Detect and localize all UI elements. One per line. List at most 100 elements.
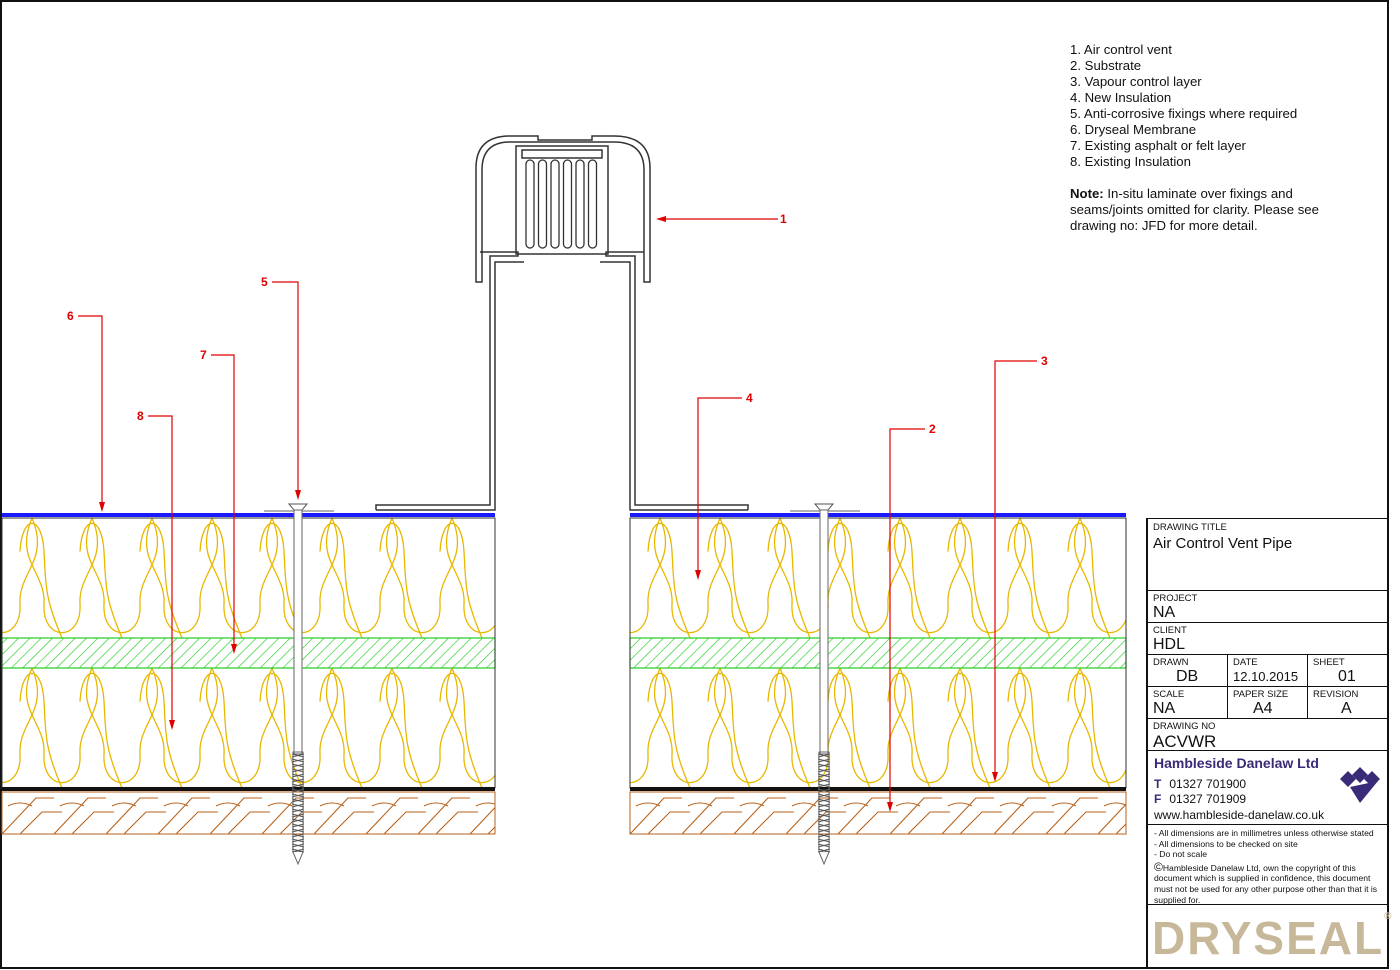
scale-label: SCALE <box>1153 689 1185 700</box>
substrate-left <box>2 797 495 834</box>
callout-arrow-7 <box>231 644 237 654</box>
legend-item: 1. Air control vent <box>1070 42 1172 57</box>
callout-arrow-1 <box>656 216 666 222</box>
copyright-icon: © <box>1154 859 1163 874</box>
note-label: Note: <box>1070 186 1104 201</box>
drawing-no-value: ACVWR <box>1153 732 1217 751</box>
callout-label-2: 2 <box>929 422 936 436</box>
dryseal-logo-text: DRYSEAL <box>1152 912 1385 964</box>
sheet-value: 01 <box>1338 668 1356 685</box>
disclaimers: - All dimensions are in millimetres unle… <box>1154 828 1386 905</box>
telephone-label: T <box>1154 777 1162 791</box>
sheet-cell: SHEET 01 <box>1308 655 1387 686</box>
revision-cell: REVISION A <box>1308 687 1387 718</box>
sheet-label: SHEET <box>1313 657 1345 668</box>
date-cell: DATE 12.10.2015 <box>1228 655 1308 686</box>
project-label: PROJECT <box>1153 593 1198 604</box>
callout-leader-6 <box>78 315 103 508</box>
client-row: CLIENT HDL <box>1148 623 1387 655</box>
asphalt-layer-right <box>629 637 1127 669</box>
callout-leader-5 <box>272 281 299 496</box>
legend-item: 6. Dryseal Membrane <box>1070 122 1197 137</box>
callout-leader-8 <box>148 415 173 726</box>
callout-arrow-4 <box>695 570 701 580</box>
disclaimer-row: - All dimensions are in millimetres unle… <box>1148 825 1387 905</box>
callout-arrow-5 <box>295 490 301 500</box>
drawn-label: DRAWN <box>1153 657 1189 668</box>
drawing-no-row: DRAWING NO ACVWR <box>1148 719 1387 751</box>
right-roof-section <box>629 513 1127 835</box>
callout-label-4: 4 <box>746 391 753 405</box>
paper-cell: PAPER SIZE A4 <box>1228 687 1308 718</box>
substrate-right <box>630 797 1126 834</box>
substrate-outline-right <box>629 791 1127 835</box>
paper-size-label: PAPER SIZE <box>1233 689 1289 700</box>
callout-label-8: 8 <box>137 409 144 423</box>
date-label: DATE <box>1233 657 1258 668</box>
client-value: HDL <box>1153 636 1186 653</box>
scale-value: NA <box>1153 700 1176 717</box>
registered-mark: ® <box>1384 911 1394 922</box>
drawn-cell: DRAWN DB <box>1148 655 1228 686</box>
company-name: Hambleside Danelaw Ltd <box>1154 755 1319 771</box>
callout-label-7: 7 <box>200 348 207 362</box>
drawing-title: Air Control Vent Pipe <box>1153 535 1293 552</box>
callout-label-1: 1 <box>780 212 787 226</box>
scale-row: SCALE NA PAPER SIZE A4 REVISION A <box>1148 687 1387 719</box>
drawn-value: DB <box>1176 668 1199 685</box>
paper-size-value: A4 <box>1253 700 1273 717</box>
drawing-note: Note: In-situ laminate over fixings and … <box>1070 186 1360 234</box>
legend-item: 8. Existing Insulation <box>1070 154 1191 169</box>
callout-leader-3 <box>994 360 1037 778</box>
callout-label-5: 5 <box>261 275 268 289</box>
left-roof-section <box>1 513 496 835</box>
client-label: CLIENT <box>1153 625 1187 636</box>
legend-item: 3. Vapour control layer <box>1070 74 1202 89</box>
revision-label: REVISION <box>1313 689 1359 700</box>
project-row: PROJECT NA <box>1148 591 1387 623</box>
copyright-text: ©Hambleside Danelaw Ltd, own the copyrig… <box>1154 859 1386 905</box>
existing-insulation-left <box>2 518 495 788</box>
revision-value: A <box>1341 700 1352 717</box>
title-block: DRAWING TITLE Air Control Vent Pipe PROJ… <box>1146 518 1391 968</box>
callout-labels: 1 2 3 4 5 6 7 8 <box>67 212 1048 436</box>
note-text: In-situ laminate over fixings and seams/… <box>1070 186 1319 233</box>
callout-arrow-2 <box>887 802 893 812</box>
new-insulation-right <box>630 518 1126 788</box>
fax-label: F <box>1154 792 1162 806</box>
drawing-no-label: DRAWING NO <box>1153 721 1216 732</box>
legend-item: 5. Anti-corrosive fixings where required <box>1070 106 1298 121</box>
legend-item: 2. Substrate <box>1070 58 1142 73</box>
substrate-outline-left <box>1 791 496 835</box>
legend-item: 4. New Insulation <box>1070 90 1172 105</box>
fixings <box>264 503 860 866</box>
legend: 1. Air control vent 2. Substrate 3. Vapo… <box>1070 42 1297 170</box>
callout-arrow-6 <box>99 502 105 512</box>
callout-label-6: 6 <box>67 309 74 323</box>
dryseal-logo: DRYSEAL® <box>1152 911 1393 965</box>
company-row: Hambleside Danelaw Ltd T 01327 701900 F 01… <box>1148 751 1387 825</box>
copyright-body: Hambleside Danelaw Ltd, own the copyrigh… <box>1154 862 1378 905</box>
disclaimer-line: - Do not scale <box>1154 849 1208 860</box>
disclaimer-line: - All dimensions to be checked on site <box>1154 838 1298 849</box>
scale-cell: SCALE NA <box>1148 687 1228 718</box>
project-value: NA <box>1153 604 1176 621</box>
callout-leader-2 <box>889 428 925 808</box>
drawing-title-label: DRAWING TITLE <box>1153 522 1227 533</box>
asphalt-layer-left <box>1 637 496 669</box>
brand-row: DRYSEAL® <box>1148 905 1391 968</box>
date-value: 12.10.2015 <box>1233 669 1299 684</box>
website: www.hambleside-danelaw.co.uk <box>1154 808 1325 822</box>
telephone: T 01327 701900 <box>1154 777 1246 791</box>
callout-arrow-8 <box>169 720 175 730</box>
disclaimer-line: - All dimensions are in millimetres unle… <box>1154 828 1374 838</box>
legend-item: 7. Existing asphalt or felt layer <box>1070 138 1246 153</box>
callouts <box>78 216 1037 812</box>
callout-leader-7 <box>211 354 235 650</box>
telephone-value: 01327 701900 <box>1169 777 1247 791</box>
drawn-row: DRAWN DB DATE 12.10.2015 SHEET 01 <box>1148 655 1387 687</box>
air-control-vent <box>375 135 749 511</box>
callout-leader-4 <box>697 397 742 576</box>
